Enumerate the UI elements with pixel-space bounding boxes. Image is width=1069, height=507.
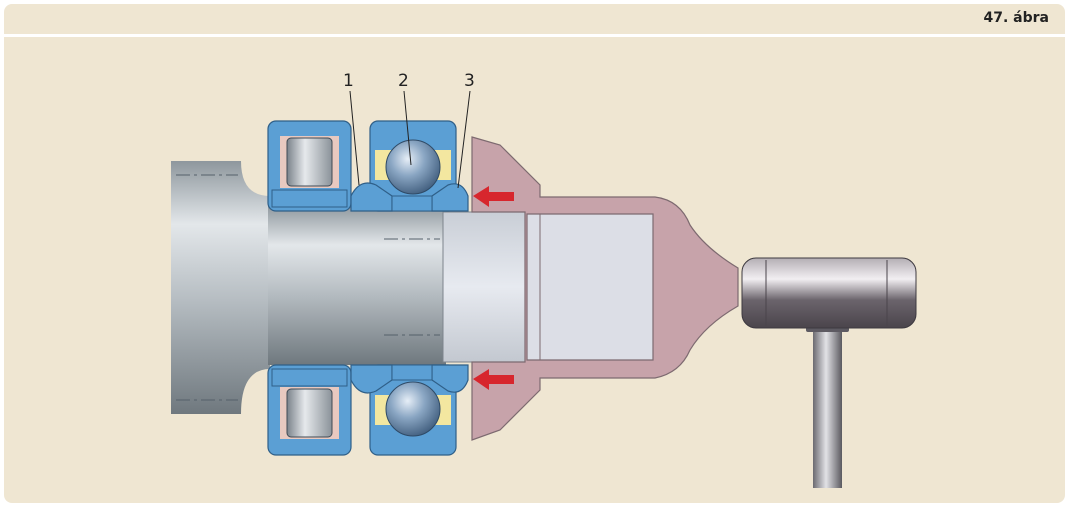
callout-3: 3 xyxy=(464,71,475,91)
figure-label: 47. ábra xyxy=(983,10,1050,26)
spacer-3-bottom xyxy=(431,364,469,393)
spacer-1-bottom xyxy=(350,364,393,394)
hammer xyxy=(741,257,917,488)
ball-bearing-top xyxy=(369,120,457,212)
ball xyxy=(385,139,441,195)
callout-1: 1 xyxy=(343,71,354,91)
mounting-tool xyxy=(471,136,739,441)
shaft xyxy=(171,161,446,414)
force-arrow-top xyxy=(473,186,514,207)
figure-panel: 47. ábra xyxy=(4,4,1065,503)
shaft-fillet xyxy=(241,161,270,414)
bearing-mounting-diagram: 1 2 3 xyxy=(171,71,917,488)
callout-2: 2 xyxy=(398,71,409,91)
inner-ring-spacers xyxy=(350,182,469,394)
hammer-head xyxy=(741,257,917,329)
shaft-journal xyxy=(268,205,446,365)
hammer-handle xyxy=(813,326,842,488)
figure-header: 47. ábra xyxy=(4,4,1065,37)
roller-bearing-bottom xyxy=(267,364,352,456)
force-arrow-bottom xyxy=(473,369,514,390)
roller-bearing-top xyxy=(267,120,352,212)
spacer-3-top xyxy=(431,183,469,212)
ball-bearing-bottom xyxy=(369,364,457,456)
spacer-1-top xyxy=(350,182,393,212)
shaft-large-section xyxy=(171,161,241,414)
